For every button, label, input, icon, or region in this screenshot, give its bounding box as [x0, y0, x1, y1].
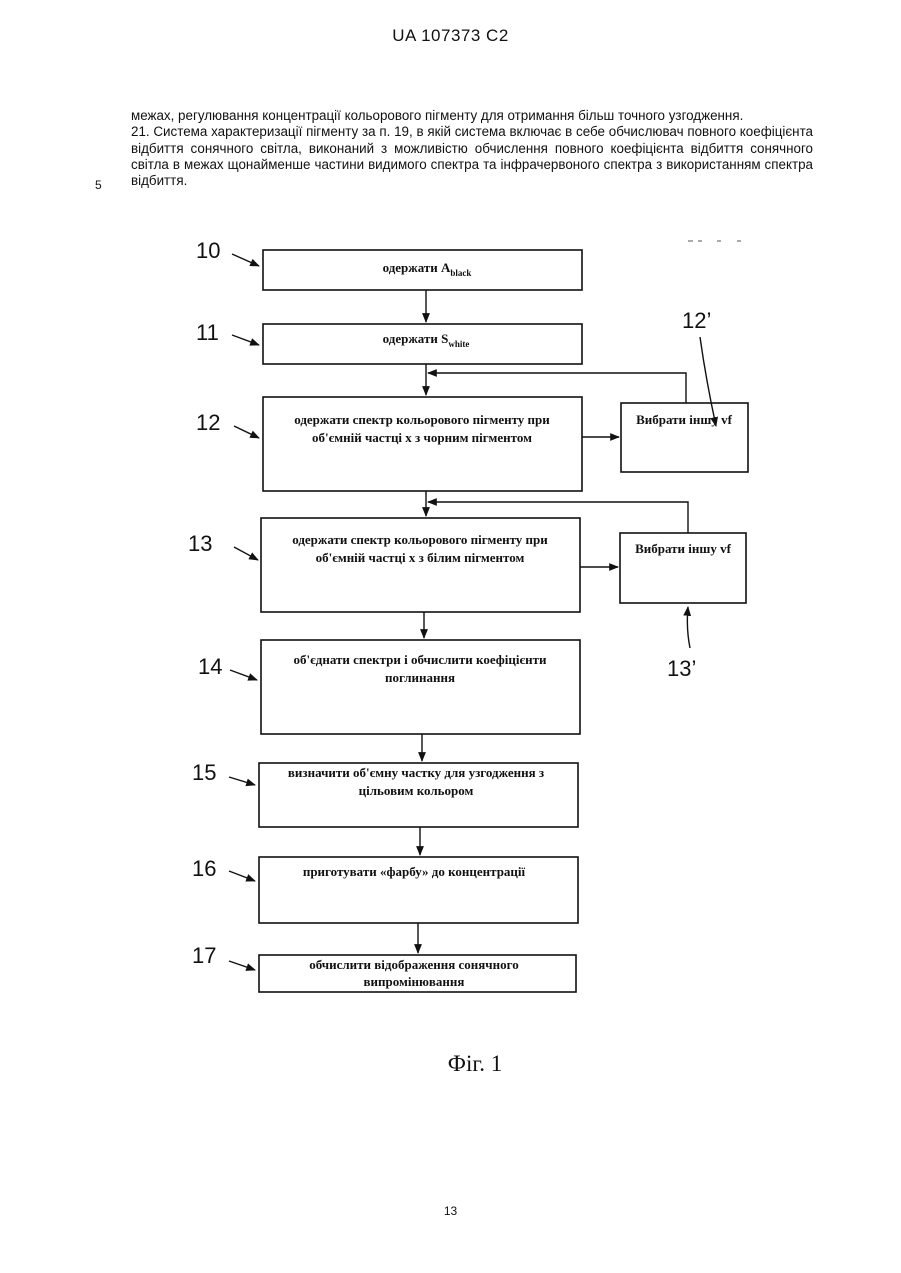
- side-number-13prime: 13’: [667, 656, 696, 681]
- step-text-17-line1: обчислити відображення сонячного: [309, 957, 518, 972]
- step-text-17-line2: випромінювання: [364, 974, 465, 989]
- side-text-12prime: Вибрати іншу vf: [636, 412, 733, 427]
- leader-17: [229, 961, 255, 970]
- step-text-12-line1: одержати спектр кольорового пігменту при: [294, 412, 550, 427]
- side-text-13prime: Вибрати іншу vf: [635, 541, 732, 556]
- step-number-11: 11: [196, 320, 219, 345]
- leader-13: [234, 547, 258, 560]
- step-text-12-line2: об'ємній частці x з чорним пігментом: [312, 430, 532, 445]
- leader-13prime: [687, 607, 690, 648]
- loop-12prime-return: [428, 373, 686, 403]
- step-number-13: 13: [188, 531, 212, 556]
- side-number-12prime: 12’: [682, 308, 711, 333]
- step-text-13-line1: одержати спектр кольорового пігменту при: [292, 532, 548, 547]
- leader-11: [232, 335, 259, 345]
- step-text-11: одержати Swhite: [383, 331, 470, 349]
- leader-14: [230, 670, 257, 680]
- step-text-10: одержати Ablack: [383, 260, 472, 278]
- step-number-10: 10: [196, 238, 220, 263]
- figure-caption: Фіг. 1: [448, 1051, 502, 1076]
- step-number-16: 16: [192, 856, 216, 881]
- leader-10: [232, 254, 259, 266]
- step-text-13-line2: об'ємній частці x з білим пігментом: [316, 550, 525, 565]
- step-text-16: приготувати «фарбу» до концентрації: [303, 864, 526, 879]
- step-number-12: 12: [196, 410, 220, 435]
- step-number-14: 14: [198, 654, 222, 679]
- step-number-17: 17: [192, 943, 216, 968]
- step-text-14-line1: об'єднати спектри і обчислити коефіцієнт…: [294, 652, 547, 667]
- leader-15: [229, 777, 255, 785]
- step-text-15-line2: цільовим кольором: [359, 783, 474, 798]
- page-number: 13: [0, 1204, 901, 1218]
- step-text-15-line1: визначити об'ємну частку для узгодження …: [288, 765, 544, 780]
- leader-12: [234, 426, 259, 438]
- step-text-14-line2: поглинання: [385, 670, 455, 685]
- step-number-15: 15: [192, 760, 216, 785]
- leader-16: [229, 871, 255, 881]
